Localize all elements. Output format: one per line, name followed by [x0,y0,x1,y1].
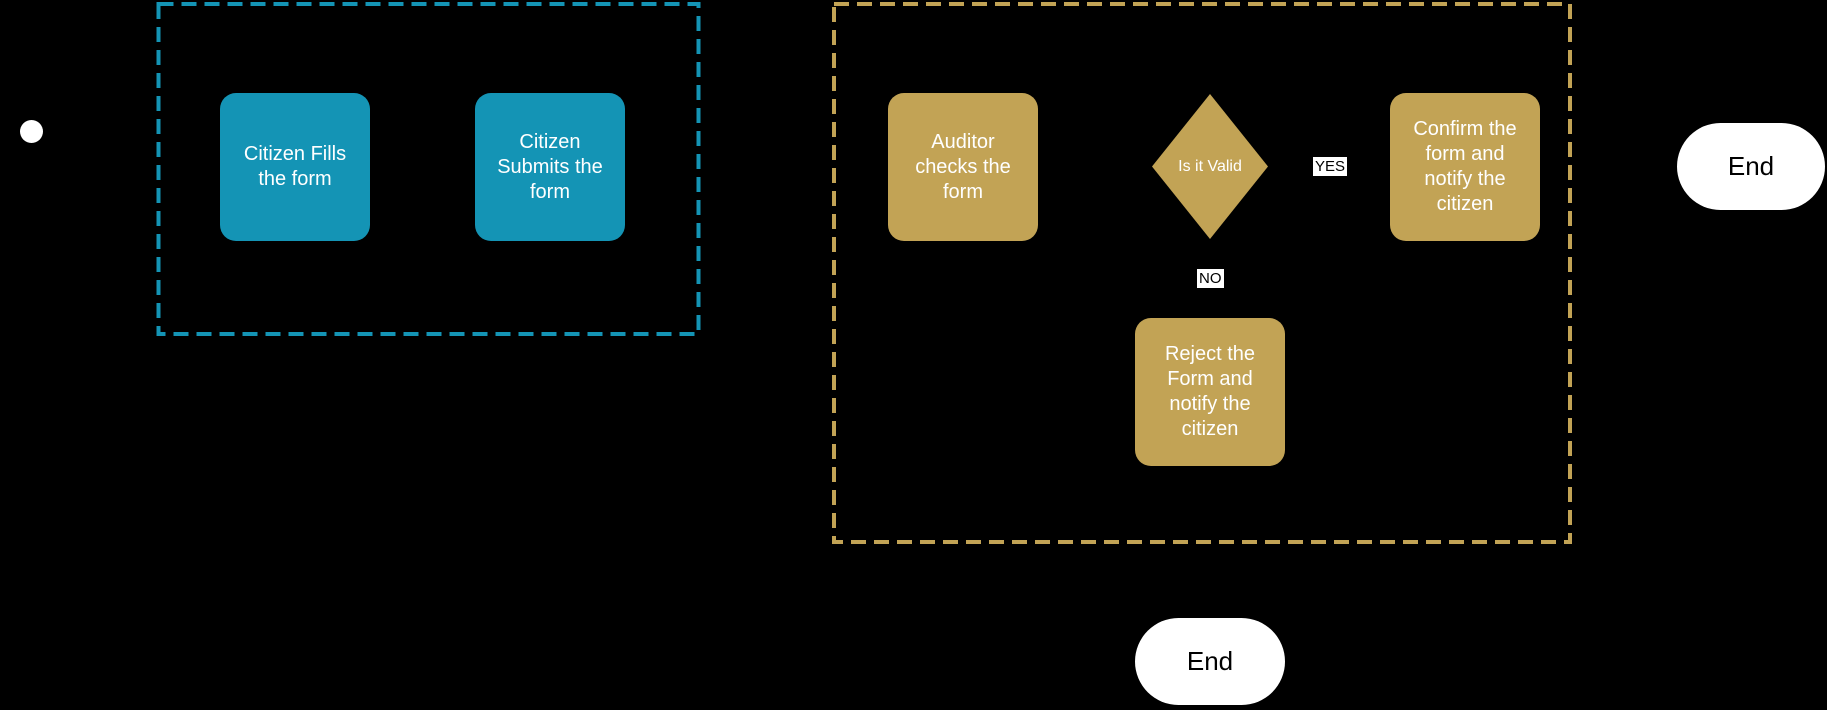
node-reject-form-notify-citizen: Reject the Form and notify the citizen [1135,318,1285,466]
citizen-lane-border [156,2,701,336]
decision-label: Is it Valid [1178,157,1242,175]
auditor-lane-border [832,2,1572,544]
node-citizen-fills-form: Citizen Fills the form [220,93,370,241]
edge-label-no: NO [1197,269,1224,288]
end-label: End [1727,151,1775,181]
node-confirm-form-notify-citizen: Confirm the form and notify the citizen [1390,93,1540,241]
start-event-node [20,120,43,143]
node-label: Citizen Submits the form [497,130,603,203]
end-node-right: End [1677,123,1825,210]
edge-label-yes: YES [1313,157,1348,176]
node-label: Auditor checks the form [915,130,1011,203]
end-label: End [1186,646,1234,676]
node-auditor-checks-form: Auditor checks the form [888,93,1038,241]
node-label: Reject the Form and notify the citizen [1164,343,1256,440]
end-node-bottom: End [1135,618,1285,705]
node-citizen-submits-form: Citizen Submits the form [475,93,625,241]
node-label: Citizen Fills the form [243,143,347,190]
node-label: Confirm the form and notify the citizen [1413,118,1517,215]
